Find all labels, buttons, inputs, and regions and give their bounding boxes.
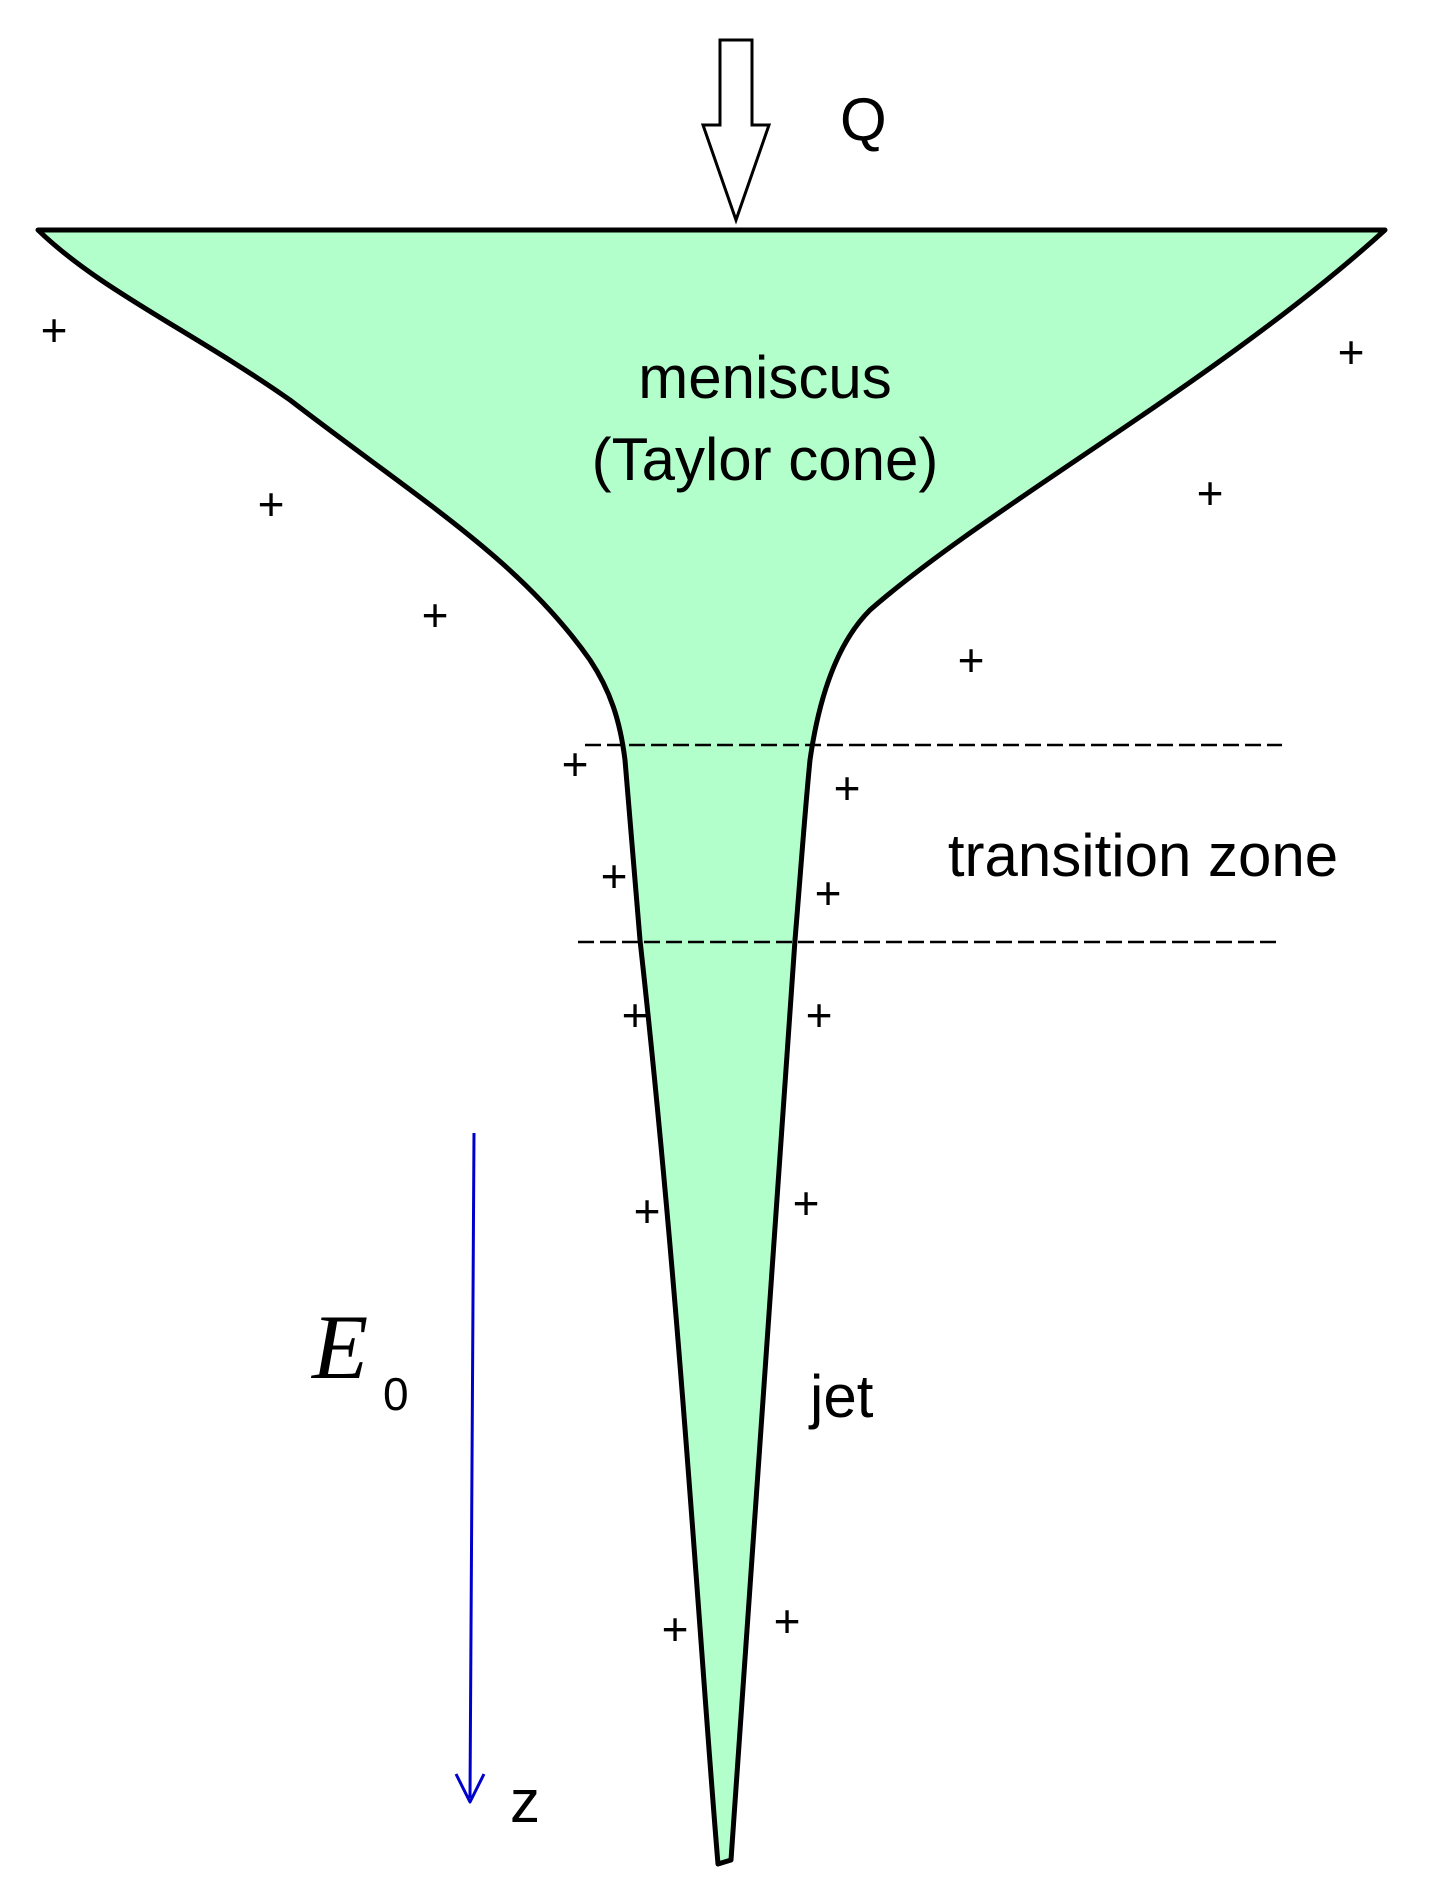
charge-marker: + <box>834 762 861 814</box>
taylor-cone-fluid-body <box>35 227 1388 1867</box>
field-arrow-shaft <box>468 1132 476 1799</box>
transition-zone-label: transition zone <box>948 822 1338 889</box>
charge-marker: + <box>815 867 842 919</box>
charge-marker: + <box>258 478 285 530</box>
surface-charges: + + + + + + + + + + + + + + + + <box>41 304 1365 1655</box>
jet-label: jet <box>808 1363 874 1430</box>
charge-marker: + <box>806 989 833 1041</box>
meniscus-label: meniscus <box>638 344 891 411</box>
field-symbol-label: E <box>310 1296 368 1398</box>
inflow-arrow <box>700 38 772 225</box>
flow-rate-label: Q <box>840 86 887 153</box>
field-arrow-head <box>454 1773 486 1804</box>
charge-marker: + <box>634 1185 661 1237</box>
charge-marker: + <box>601 850 628 902</box>
charge-marker: + <box>958 634 985 686</box>
charge-marker: + <box>662 1603 689 1655</box>
charge-marker: + <box>422 589 449 641</box>
charge-marker: + <box>622 989 649 1041</box>
taylor-cone-label: (Taylor cone) <box>592 426 939 493</box>
z-axis-label: z <box>510 1768 540 1835</box>
charge-marker: + <box>562 738 589 790</box>
charge-marker: + <box>1197 467 1224 519</box>
charge-marker: + <box>793 1177 820 1229</box>
charge-marker: + <box>774 1595 801 1647</box>
field-subscript-label: 0 <box>383 1368 409 1420</box>
charge-marker: + <box>41 304 68 356</box>
charge-marker: + <box>1338 326 1365 378</box>
